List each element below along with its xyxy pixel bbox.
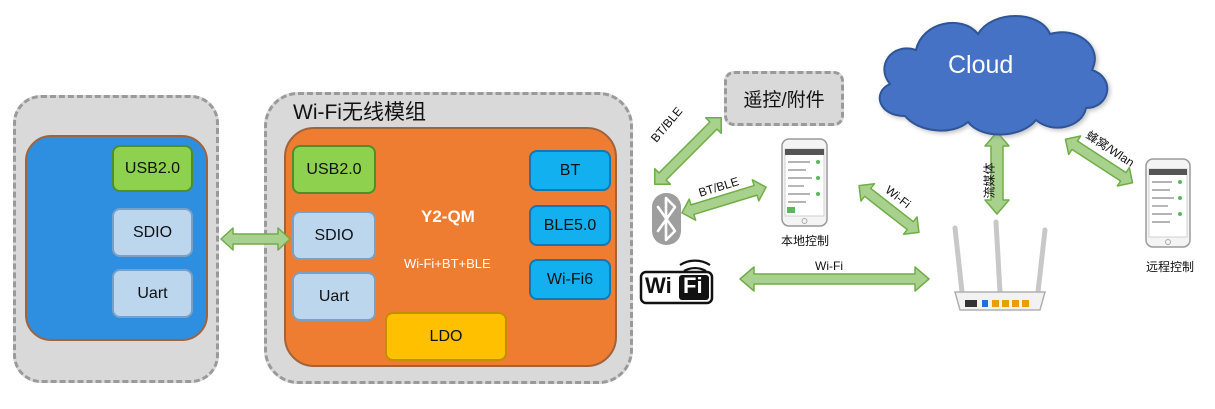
module-bt-block: BT [529, 150, 611, 191]
router-icon [952, 219, 1048, 311]
remote-accessory-box: 遥控/附件 [724, 71, 844, 126]
module-uart-block: Uart [292, 272, 376, 321]
wifi-long-label: Wi-Fi [815, 259, 843, 273]
module-usb-block: USB2.0 [292, 145, 376, 194]
wifi-logo-icon [639, 259, 714, 305]
host-uart-block: Uart [112, 269, 193, 318]
chip-description: Wi-Fi+BT+BLE [404, 256, 491, 271]
local-phone-icon [781, 138, 828, 227]
host-module-arrow [220, 227, 291, 251]
bt-phone-arrow [681, 179, 767, 221]
remote-control-label: 远程控制 [1146, 260, 1195, 274]
cloud-label: Cloud [948, 51, 1014, 79]
module-ble-block: BLE5.0 [529, 205, 611, 246]
chip-name: Y2-QM [421, 207, 475, 226]
wifi-module-title: Wi-Fi无线模组 [293, 101, 426, 124]
wifi-router-arrow [739, 266, 930, 292]
cloud-shape [878, 15, 1109, 136]
wifi-logo-fi-text: Fi [683, 273, 703, 298]
module-sdio-block: SDIO [292, 211, 376, 260]
host-sdio-block: SDIO [112, 208, 193, 257]
local-control-label: 本地控制 [781, 234, 830, 248]
streaming-label: 流媒体 [982, 162, 997, 199]
wifi-logo-wi-text: Wi [645, 273, 672, 298]
host-usb-block: USB2.0 [112, 145, 193, 192]
remote-phone-icon [1145, 158, 1191, 248]
cloud-router-arrow [984, 131, 1010, 215]
bt-remote-arrow [654, 117, 722, 185]
module-wifi6-block: Wi-Fi6 [529, 259, 611, 300]
bluetooth-icon [652, 193, 681, 245]
module-ldo-block: LDO [385, 312, 507, 361]
cloud-phone-arrow [1064, 135, 1134, 187]
phone-router-arrow [858, 182, 920, 236]
